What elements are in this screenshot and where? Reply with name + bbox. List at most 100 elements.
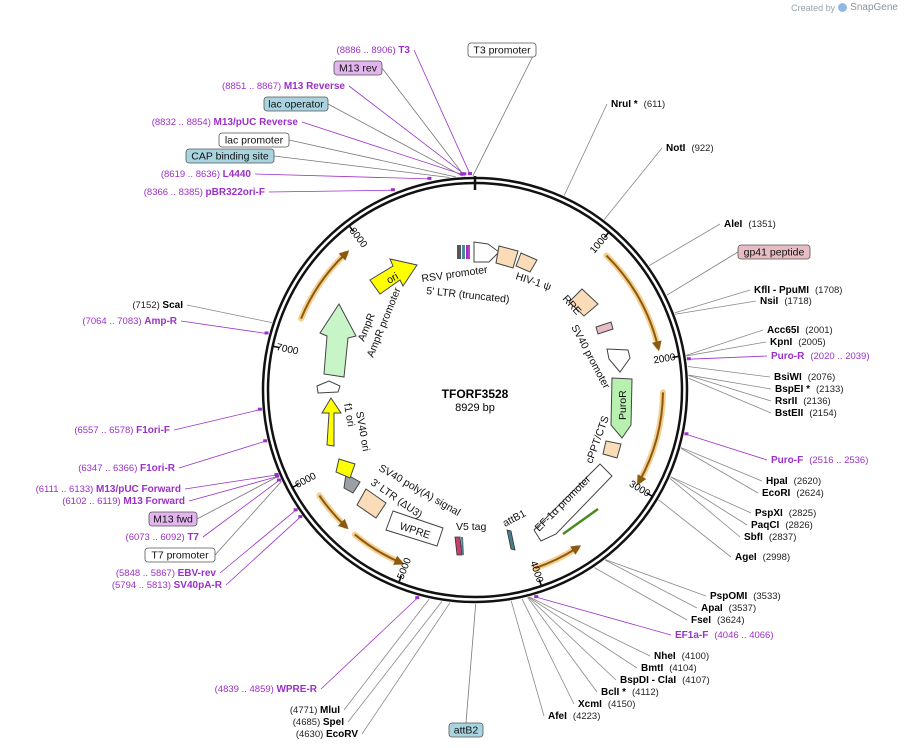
site-connector <box>604 559 698 609</box>
primer-marker <box>293 508 298 512</box>
primer-marker <box>274 472 279 476</box>
primer-label: EF1a-F(4046 .. 4066) <box>675 630 774 641</box>
credit: Created by SnapGene <box>791 2 898 13</box>
primer-marker <box>390 188 395 192</box>
primer-label: Puro-R(2020 .. 2039) <box>771 351 870 362</box>
box-connector <box>196 475 280 520</box>
orf-arc <box>318 494 349 530</box>
site-label: AfeI(4223) <box>548 711 600 722</box>
feature-label-puror: PuroR <box>617 390 629 420</box>
feature-label-hiv-psi: HIV-1 ψ <box>514 270 553 293</box>
gp41-box <box>595 321 614 335</box>
primer-connector <box>202 480 280 538</box>
feature-label-sv40-promoter: SV40 promoter <box>568 323 612 391</box>
tick-label: 2000 <box>653 352 677 367</box>
site-label: XcmI(4150) <box>578 699 635 710</box>
top-feature-markers <box>457 245 470 259</box>
tick-marks <box>272 176 680 587</box>
primer-label: (6102 .. 6119) M13 Forward <box>62 496 185 507</box>
tick-mark <box>538 579 543 587</box>
site-label: PaqCI(2826) <box>751 520 813 531</box>
tick-mark <box>672 355 680 359</box>
primer-label: Puro-F(2516 .. 2536) <box>771 455 868 466</box>
primer-marker <box>298 515 303 519</box>
primer-label: (6073 .. 6092) T7 <box>126 532 200 543</box>
site-connector <box>674 289 751 314</box>
tick-mark <box>348 225 355 232</box>
primer-marker <box>534 595 539 599</box>
plasmid-name: TFORF3528 <box>442 387 509 401</box>
credit-prefix: Created by <box>791 2 836 13</box>
tick-label: 3000 <box>627 479 652 500</box>
site-connector <box>688 375 772 402</box>
site-connector <box>347 601 443 723</box>
feature-box-label: M13 rev <box>339 63 378 75</box>
wpre-box <box>385 510 444 547</box>
primer-label: (6557 .. 6578) F1ori-F <box>74 425 170 436</box>
site-connector <box>594 567 688 621</box>
orf-arc <box>637 392 664 486</box>
connector-lines <box>173 49 772 735</box>
orf-arc <box>605 254 662 352</box>
primer-marker <box>684 432 689 436</box>
primer-marker <box>257 407 262 411</box>
sv40-ori-box <box>335 458 356 479</box>
primer-connector <box>413 49 471 175</box>
ltr-5-box <box>495 245 519 269</box>
sv40-promoter-arrow <box>606 348 631 373</box>
site-connector <box>687 366 771 378</box>
site-connector <box>670 476 752 514</box>
feature-box <box>144 547 216 563</box>
feature-box-label: M13 fwd <box>153 514 193 526</box>
tick-mark <box>292 483 299 489</box>
tick-mark <box>646 492 653 498</box>
tick-label: 6000 <box>293 471 318 491</box>
site-connector <box>521 598 575 705</box>
tick-label: 8000 <box>347 226 370 251</box>
tick-label: 1000 <box>588 232 611 256</box>
primer-connector <box>536 596 672 636</box>
site-connector <box>603 147 663 220</box>
feature-box-label: CAP binding site <box>191 151 269 163</box>
primer-marker <box>459 172 464 176</box>
site-label: FseI(3624) <box>691 615 744 626</box>
primer-label: (4839 .. 4859) WPRE-R <box>215 684 318 695</box>
feature-label-rsv-promoter: RSV promoter <box>421 264 489 285</box>
site-label: KflI - PpuMI(1708) <box>754 285 842 296</box>
primer-connector <box>178 440 266 469</box>
rre-box <box>568 288 599 317</box>
primer-connector <box>301 121 463 175</box>
site-label: Acc65I(2001) <box>767 325 833 336</box>
orf-arc <box>354 533 405 565</box>
hiv-psi-box <box>515 252 538 273</box>
site-label: BsiWI(2076) <box>774 372 835 383</box>
ltr-3-box <box>356 488 387 519</box>
feature-label-attb1: attB1 <box>501 507 528 529</box>
site-connector <box>669 478 741 538</box>
feature-label-ori: ori <box>385 270 401 286</box>
ori-arrow <box>369 258 418 295</box>
primer-marker <box>276 478 281 482</box>
primer-label: (7064 .. 7083) Amp-R <box>82 316 177 327</box>
primer-label: (5794 .. 5813) SV40pA-R <box>112 580 223 591</box>
primer-connector <box>688 355 768 360</box>
site-connector <box>528 596 638 669</box>
feature-label-f1-ori: f1 ori <box>341 402 357 427</box>
site-label: BspDI - ClaI(4107) <box>620 675 710 686</box>
primer-connector <box>188 476 278 502</box>
box-connector <box>472 49 537 177</box>
site-connector <box>686 341 767 357</box>
orf-arc-halo <box>636 389 666 484</box>
v5-tag-marker <box>454 536 463 556</box>
site-label: ApaI(3537) <box>701 603 756 614</box>
site-label: NheI(4100) <box>654 651 709 662</box>
inner-features <box>316 241 633 556</box>
site-connector <box>361 602 451 735</box>
site-label: (7152) ScaI <box>132 300 183 311</box>
tick-mark <box>398 575 403 583</box>
ampr-promoter-arrow <box>316 380 341 394</box>
site-connector <box>563 103 608 196</box>
puror-arrow <box>610 377 633 439</box>
snapgene-logo-icon <box>838 3 848 12</box>
